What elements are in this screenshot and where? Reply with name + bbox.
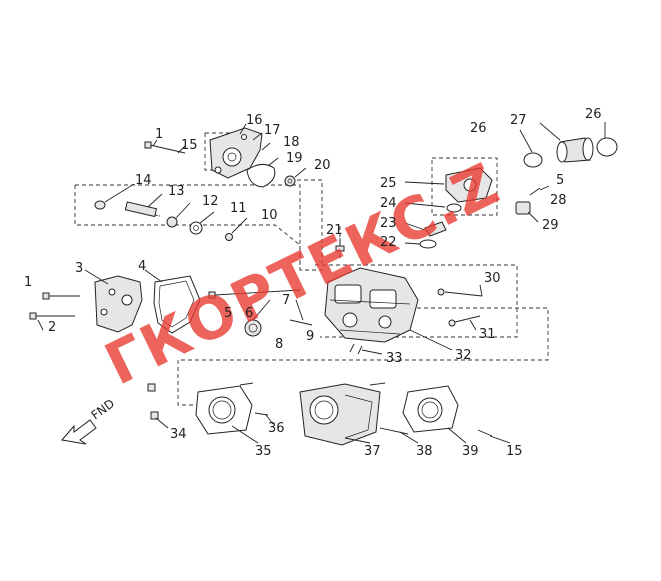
fnd-label: FND xyxy=(89,396,118,422)
part-number: 20 xyxy=(314,158,331,173)
water-pump-cover xyxy=(209,127,263,179)
pump-shaft-parts xyxy=(94,200,233,241)
part-number: 30 xyxy=(484,271,501,286)
part-number: 22 xyxy=(380,235,397,250)
cylinder-head xyxy=(324,267,419,343)
part-number: 1 xyxy=(24,275,32,290)
part-number: 9 xyxy=(306,329,314,344)
part-number: 38 xyxy=(416,444,433,459)
part-number: 37 xyxy=(364,444,381,459)
part-number: 17 xyxy=(264,123,281,138)
long-bolts-30-31 xyxy=(437,288,483,327)
intake-hose-27 xyxy=(556,137,594,163)
part-number-labels: 1 15 16 17 18 19 20 14 13 12 11 10 3 4 1… xyxy=(24,107,602,459)
part-number: 36 xyxy=(268,421,285,436)
dowel-pins-33 xyxy=(349,343,363,355)
forward-arrow-icon xyxy=(61,419,97,445)
part-number: 21 xyxy=(326,223,343,238)
part-number: 14 xyxy=(135,173,152,188)
intake-pipe-23 xyxy=(424,221,447,237)
part-number: 10 xyxy=(261,208,278,223)
part-number: 33 xyxy=(386,351,403,366)
part-number: 5 xyxy=(224,306,232,321)
gasket-24 xyxy=(446,203,462,213)
part-number: 1 xyxy=(155,127,163,142)
thermostat-housing xyxy=(445,167,493,203)
part-number: 39 xyxy=(462,444,479,459)
part-number: 25 xyxy=(380,176,397,191)
assembly-guide-lines xyxy=(74,132,549,406)
part-number: 35 xyxy=(255,444,272,459)
part-number: 8 xyxy=(275,337,283,352)
part-number: 26 xyxy=(585,107,602,122)
part-number: 3 xyxy=(75,261,83,276)
part-number: 15 xyxy=(506,444,523,459)
part-number: 2 xyxy=(48,320,56,335)
clamp-26-left xyxy=(523,152,543,168)
pump-gasket xyxy=(246,164,276,188)
part-number: 19 xyxy=(286,151,303,166)
part-number: 34 xyxy=(170,427,187,442)
studs-34 xyxy=(147,383,159,420)
vacuum-valve-29 xyxy=(515,187,541,215)
oil-seal-20 xyxy=(284,175,296,187)
sensor-21 xyxy=(335,238,345,252)
part-number: 13 xyxy=(168,184,185,199)
forward-direction-indicator: FND xyxy=(61,396,118,445)
part-number: 24 xyxy=(380,196,397,211)
watermark-text: ГКОРТЕКС.Z xyxy=(95,149,511,398)
cylinder-gasket-39 xyxy=(402,385,459,433)
part-number: 18 xyxy=(283,135,300,150)
part-number: 31 xyxy=(479,327,496,342)
cylinder-gasket-35 xyxy=(195,385,253,435)
part-number: 7 xyxy=(282,293,290,308)
part-number: 16 xyxy=(246,113,263,128)
part-number: 27 xyxy=(510,113,527,128)
part-number: 6 xyxy=(245,306,253,321)
part-number: 26 xyxy=(470,121,487,136)
part-number: 12 xyxy=(202,194,219,209)
part-number: 32 xyxy=(455,348,472,363)
part-number: 15 xyxy=(181,138,198,153)
part-number: 4 xyxy=(138,259,146,274)
side-gasket xyxy=(153,275,201,334)
leader-lines xyxy=(37,122,606,444)
part-number: 29 xyxy=(542,218,559,233)
part-number: 28 xyxy=(550,193,567,208)
clamp-26-right xyxy=(596,137,618,157)
part-number: 23 xyxy=(380,216,397,231)
cylinder-37 xyxy=(299,383,381,446)
small-bolts-36-38 xyxy=(239,382,493,437)
side-cover-left xyxy=(94,275,143,333)
part-number: 5 xyxy=(556,173,564,188)
part-number: 11 xyxy=(230,201,247,216)
